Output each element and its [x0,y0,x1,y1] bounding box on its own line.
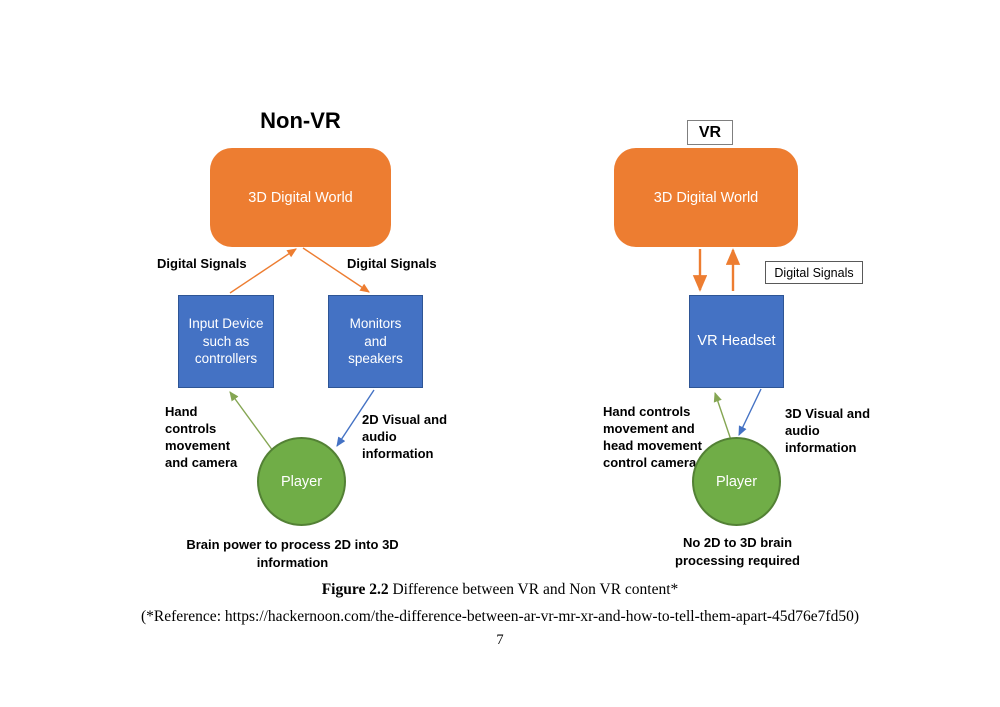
figure-caption-text: Difference between VR and Non VR content… [388,581,679,598]
vr-bottom-note: No 2D to 3D brain processing required [675,535,800,568]
vr-title-label: VR [698,123,722,141]
vr-3d-world-box: 3D Digital World [614,148,798,247]
non-vr-monitors-box: Monitors and speakers [328,295,423,388]
non-vr-visual-info-label: 2D Visual and audio information [362,412,448,461]
non-vr-digital-signals-left-label: Digital Signals [157,256,247,271]
non-vr-digital-signals-right-label: Digital Signals [347,256,437,271]
vr-headset-box: VR Headset [689,295,784,388]
non-vr-input-device-box: Input Device such as controllers [178,295,274,388]
vr-headset-label: VR Headset [697,332,776,349]
vr-visual-info-label: 3D Visual and audio information [785,406,871,455]
non-vr-hand-controls-label: Hand controls movement and camera [165,404,238,470]
vr-digital-signals-box: Digital Signals [765,261,863,284]
vr-hand-controls-label: Hand controls movement and head movement… [603,404,702,470]
reference-line: (*Reference: https://hackernoon.com/the-… [140,608,860,625]
non-vr-monitors-label: Monitors and speakers [348,315,403,367]
arrow-headset-to-player [738,388,762,437]
arrow-player-to-headset [713,391,732,441]
non-vr-bottom-note: Brain power to process 2D into 3D inform… [186,537,399,570]
non-vr-player-circle: Player [257,437,346,526]
page-number: 7 [496,632,504,648]
vr-digital-signals-label: Digital Signals [774,265,854,280]
vr-3d-world-label: 3D Digital World [653,189,759,206]
vr-player-label: Player [715,473,758,490]
vr-player-circle: Player [692,437,781,526]
non-vr-input-device-label: Input Device such as controllers [188,315,264,367]
non-vr-3d-world-box: 3D Digital World [210,148,391,247]
non-vr-title: Non-VR [260,108,341,133]
non-vr-3d-world-label: 3D Digital World [248,189,353,206]
figure-caption-number: Figure 2.2 [321,581,389,598]
figure-caption: Figure 2.2 Difference between VR and Non… [0,581,1000,599]
non-vr-player-label: Player [280,473,323,490]
vr-title-box: VR [687,120,733,145]
